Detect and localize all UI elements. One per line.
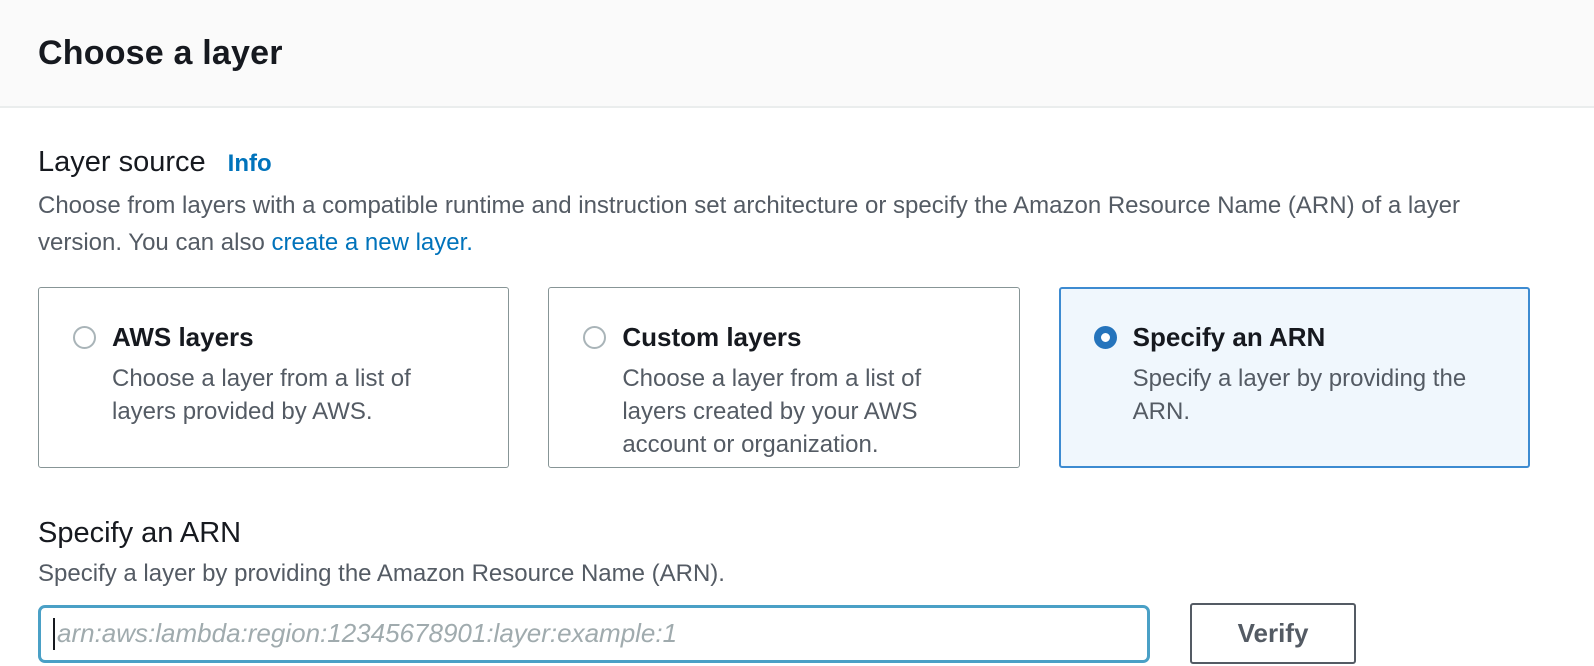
radio-unchecked-icon[interactable] bbox=[583, 326, 607, 349]
tile-custom-layers[interactable]: Custom layers Choose a layer from a list… bbox=[548, 287, 1020, 468]
tile-title-aws-layers: AWS layers bbox=[112, 322, 254, 352]
layer-source-label-row: Layer source Info bbox=[38, 146, 1530, 179]
tile-desc-aws-layers: Choose a layer from a list of layers pro… bbox=[112, 365, 411, 425]
tile-desc-custom-layers: Choose a layer from a list of layers cre… bbox=[622, 365, 922, 458]
tile-title-custom-layers: Custom layers bbox=[622, 322, 802, 352]
text-caret bbox=[53, 617, 55, 650]
layer-source-description-text: Choose from layers with a compatible run… bbox=[38, 192, 1460, 256]
tile-aws-layers[interactable]: AWS layers Choose a layer from a list of… bbox=[38, 287, 510, 468]
arn-input[interactable] bbox=[38, 604, 1150, 663]
page-header: Choose a layer bbox=[0, 0, 1594, 108]
verify-button[interactable]: Verify bbox=[1190, 603, 1356, 664]
main-content: Layer source Info Choose from layers wit… bbox=[0, 108, 1594, 664]
tile-desc-specify-arn: Specify a layer by providing the ARN. bbox=[1132, 365, 1467, 425]
radio-checked-icon[interactable] bbox=[1093, 326, 1117, 349]
specify-arn-description: Specify a layer by providing the Amazon … bbox=[38, 560, 725, 587]
layer-source-label: Layer source bbox=[38, 146, 206, 178]
arn-input-wrap bbox=[38, 604, 1150, 663]
layer-source-description: Choose from layers with a compatible run… bbox=[38, 187, 1468, 261]
arn-input-row: Verify bbox=[38, 603, 1530, 664]
create-new-layer-link[interactable]: create a new layer. bbox=[271, 229, 473, 256]
tile-specify-arn[interactable]: Specify an ARN Specify a layer by provid… bbox=[1058, 287, 1530, 468]
specify-arn-label: Specify an ARN bbox=[38, 517, 242, 549]
page-title: Choose a layer bbox=[38, 33, 283, 72]
layer-source-tiles: AWS layers Choose a layer from a list of… bbox=[38, 287, 1530, 468]
info-link[interactable]: Info bbox=[227, 150, 272, 177]
tile-title-specify-arn: Specify an ARN bbox=[1132, 322, 1326, 352]
radio-unchecked-icon[interactable] bbox=[73, 326, 96, 349]
specify-arn-section: Specify an ARN Specify a layer by provid… bbox=[38, 517, 1530, 664]
